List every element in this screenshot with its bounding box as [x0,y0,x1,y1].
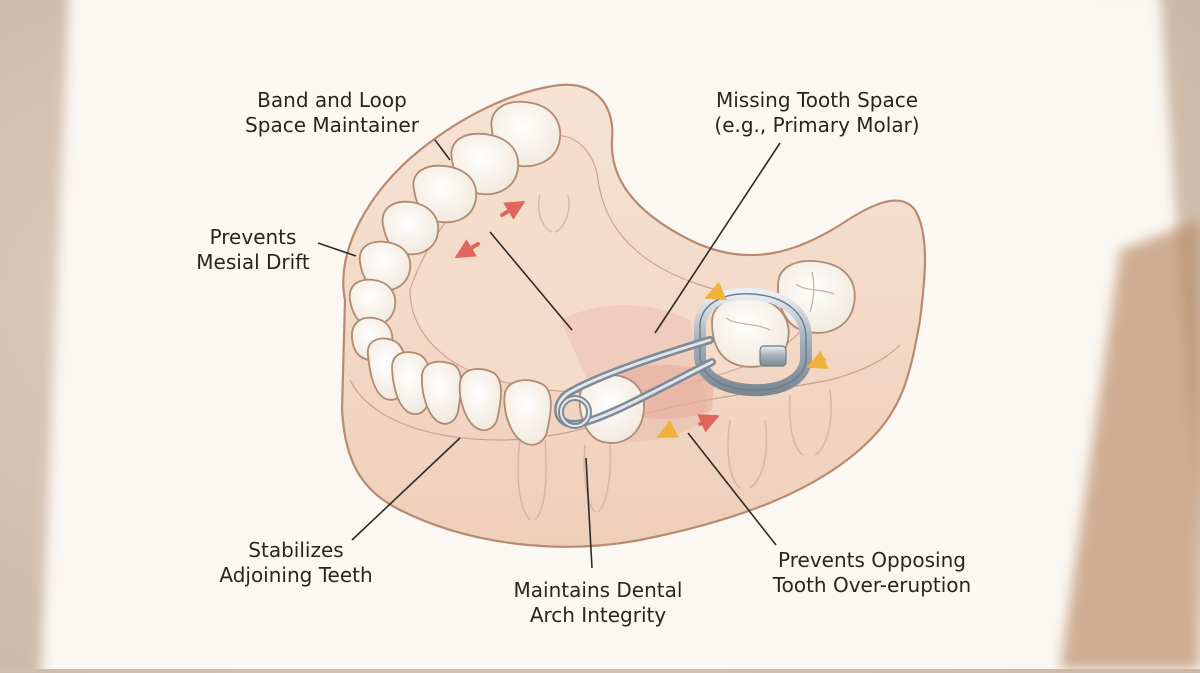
label-arch-integrity: Maintains Dental Arch Integrity [498,578,698,628]
label-line: Band and Loop [257,88,407,112]
tooth [777,260,856,334]
label-line: Space Maintainer [245,113,419,137]
teeth-front [367,337,552,446]
label-band-and-loop: Band and Loop Space Maintainer [222,88,442,138]
leader-band-center [489,231,573,331]
arrow-yellow-2 [806,350,829,369]
label-line: Prevents [209,225,297,249]
tooth [503,379,552,446]
label-line: Prevents Opposing [778,548,966,572]
label-line: (e.g., Primary Molar) [714,113,920,137]
label-missing-tooth-space: Missing Tooth Space (e.g., Primary Molar… [692,88,942,138]
orthodontic-band [693,287,812,397]
arrow-yellow-3 [656,419,679,438]
leader-arch-integrity [585,457,593,569]
teeth-right-molars [777,260,856,334]
leader-over-eruption [687,432,777,546]
arrow-yellow-1 [704,281,727,301]
label-line: Mesial Drift [196,250,310,274]
teeth-left-arch [348,100,561,362]
label-line: Maintains Dental [513,578,683,602]
label-stabilizes: Stabilizes Adjoining Teeth [206,538,386,588]
label-mesial-drift: Prevents Mesial Drift [188,225,318,275]
tooth-roots [517,194,832,521]
leader-mesial-drift [317,242,357,257]
molar-grooves [795,271,835,313]
label-line: Arch Integrity [529,603,667,627]
leader-stabilizes [351,437,461,541]
label-line: Stabilizes [248,538,344,562]
label-line: Tooth Over-eruption [772,573,972,597]
tooth [458,368,502,432]
paper-edge [1060,220,1200,669]
leader-missing-space [654,142,781,334]
leader-band-loop [434,139,451,161]
arrow-red-3 [697,414,720,433]
label-over-eruption: Prevents Opposing Tooth Over-eruption [752,548,992,598]
leader-lines [317,139,781,569]
arrow-red-down [454,239,480,259]
label-line: Missing Tooth Space [715,88,919,112]
tooth [421,360,462,425]
arrow-red-up [500,200,526,220]
label-line: Adjoining Teeth [219,563,373,587]
wire-loop [554,336,716,429]
force-arrows [454,200,829,438]
